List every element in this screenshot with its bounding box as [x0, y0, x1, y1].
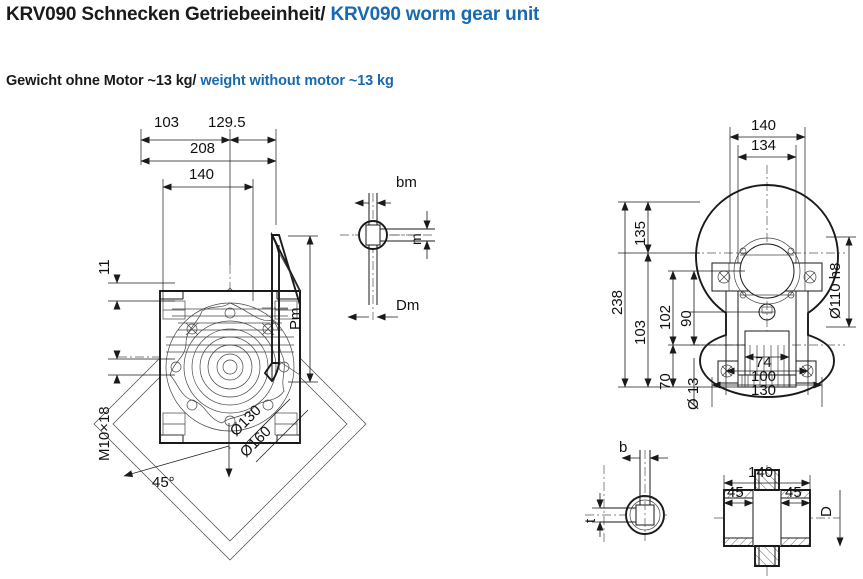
dim-74: 74 — [755, 354, 772, 371]
hollow-key-boss — [752, 469, 782, 567]
page-title: KRV090 Schnecken Getriebeeinheit/ KRV090… — [6, 4, 539, 26]
weight-note: Gewicht ohne Motor ~13 kg/ weight withou… — [6, 73, 394, 89]
shaft-keyway — [365, 224, 381, 246]
dim-45-right: 45 — [785, 484, 802, 501]
title-line: KRV090 Schnecken Getriebeeinheit/ KRV090… — [6, 4, 539, 26]
dim-130-side: 130 — [751, 382, 776, 399]
title-english: KRV090 worm gear unit — [330, 4, 540, 25]
dim-208: 208 — [190, 140, 215, 157]
dim-100: 100 — [751, 368, 776, 385]
side-body-outline — [695, 184, 839, 398]
dim-bm: bm — [396, 174, 417, 191]
dim-103-side: 103 — [632, 320, 649, 345]
shaft-circle — [358, 220, 388, 250]
technical-drawing-area: 103 129.5 208 140 11 M10×18 Pm 45° — [0, 105, 863, 579]
dim-thread-m10x18: M10×18 — [96, 406, 113, 461]
dim-140-left: 140 — [189, 166, 214, 183]
dim-90: 90 — [678, 310, 695, 327]
dim-102: 102 — [657, 305, 674, 330]
dim-11: 11 — [96, 259, 113, 275]
dim-134: 134 — [751, 137, 776, 154]
dim-45-deg: 45° — [152, 474, 175, 491]
dim-dia110-h8: Ø110 h8 — [827, 263, 844, 319]
dim-D: D — [818, 506, 835, 517]
view-motor-shaft: bm m Dm — [340, 174, 435, 321]
side-flange-bolts — [717, 270, 817, 284]
keyway-slot — [635, 504, 655, 526]
weight-german: Gewicht ohne Motor ~13 kg/ — [6, 73, 197, 89]
view-keyway-detail: b t — [582, 439, 670, 545]
dim-70: 70 — [657, 373, 674, 390]
dim-103: 103 — [154, 114, 179, 131]
view-front-left — [93, 231, 367, 561]
weight-english: weight without motor ~13 kg — [200, 73, 394, 89]
output-bore — [733, 237, 801, 305]
dim-m: m — [408, 233, 424, 245]
dim-45-left: 45 — [727, 484, 744, 501]
dim-140-hollow: 140 — [748, 464, 773, 481]
dimensions-side-right: 140 134 238 135 103 102 70 90 Ø 13 — [609, 117, 856, 410]
dim-pm: Pm — [287, 308, 304, 331]
dim-dia13: Ø 13 — [685, 377, 702, 410]
rotated-mounting-square — [93, 287, 367, 561]
motor-flange — [262, 231, 301, 443]
dim-140-side: 140 — [751, 117, 776, 134]
view-hollow-shaft: 140 45 45 D — [714, 464, 844, 579]
drawing-svg: 103 129.5 208 140 11 M10×18 Pm 45° — [93, 114, 856, 579]
dim-t: t — [582, 518, 599, 523]
dim-129-5: 129.5 — [208, 114, 246, 131]
dim-135: 135 — [632, 221, 649, 246]
dim-dm: Dm — [396, 297, 419, 314]
dim-238: 238 — [609, 290, 626, 315]
title-german: KRV090 Schnecken Getriebeeinheit/ — [6, 4, 326, 25]
dim-b: b — [619, 439, 627, 456]
